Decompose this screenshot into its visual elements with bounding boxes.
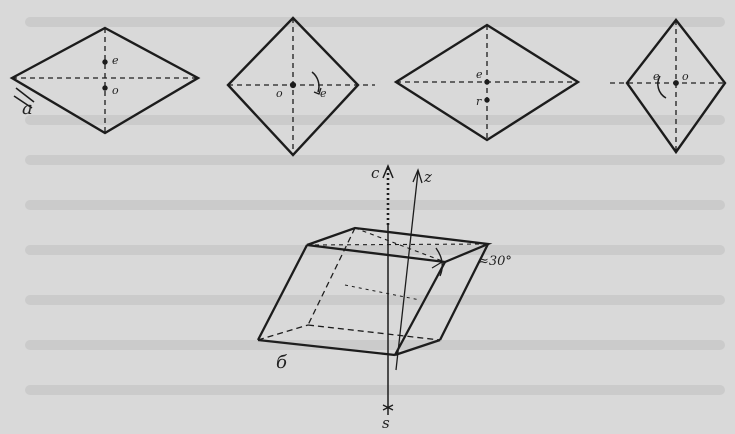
- labels: a e o o e e r e o c z ≈30° б s: [22, 54, 689, 432]
- background-text-texture: [25, 17, 725, 395]
- rhombohedron: [256, 226, 493, 357]
- label-point-e-3: e: [476, 68, 483, 81]
- diamond-1: [9, 26, 201, 135]
- label-point-e-2: e: [320, 87, 327, 100]
- label-point-o-4: o: [682, 70, 689, 83]
- label-point-o-1: o: [112, 84, 119, 97]
- label-point-o-2: o: [276, 87, 283, 100]
- axis-z: [395, 168, 423, 371]
- diamond-4: [610, 18, 727, 155]
- diamond-3: [393, 23, 581, 142]
- label-axis-c: c: [371, 164, 380, 182]
- label-fig-b: б: [276, 352, 288, 373]
- label-axis-s: s: [382, 414, 390, 430]
- label-angle: ≈30°: [478, 254, 512, 269]
- label-point-r: r: [476, 95, 482, 108]
- angle-arc: [431, 247, 443, 277]
- label-point-e-4: e: [653, 70, 660, 83]
- label-fig-a: a: [22, 98, 33, 119]
- label-point-e-1: e: [112, 54, 119, 67]
- label-axis-z: z: [423, 168, 432, 186]
- diamond-2: [226, 16, 375, 157]
- axis-c: [382, 164, 394, 415]
